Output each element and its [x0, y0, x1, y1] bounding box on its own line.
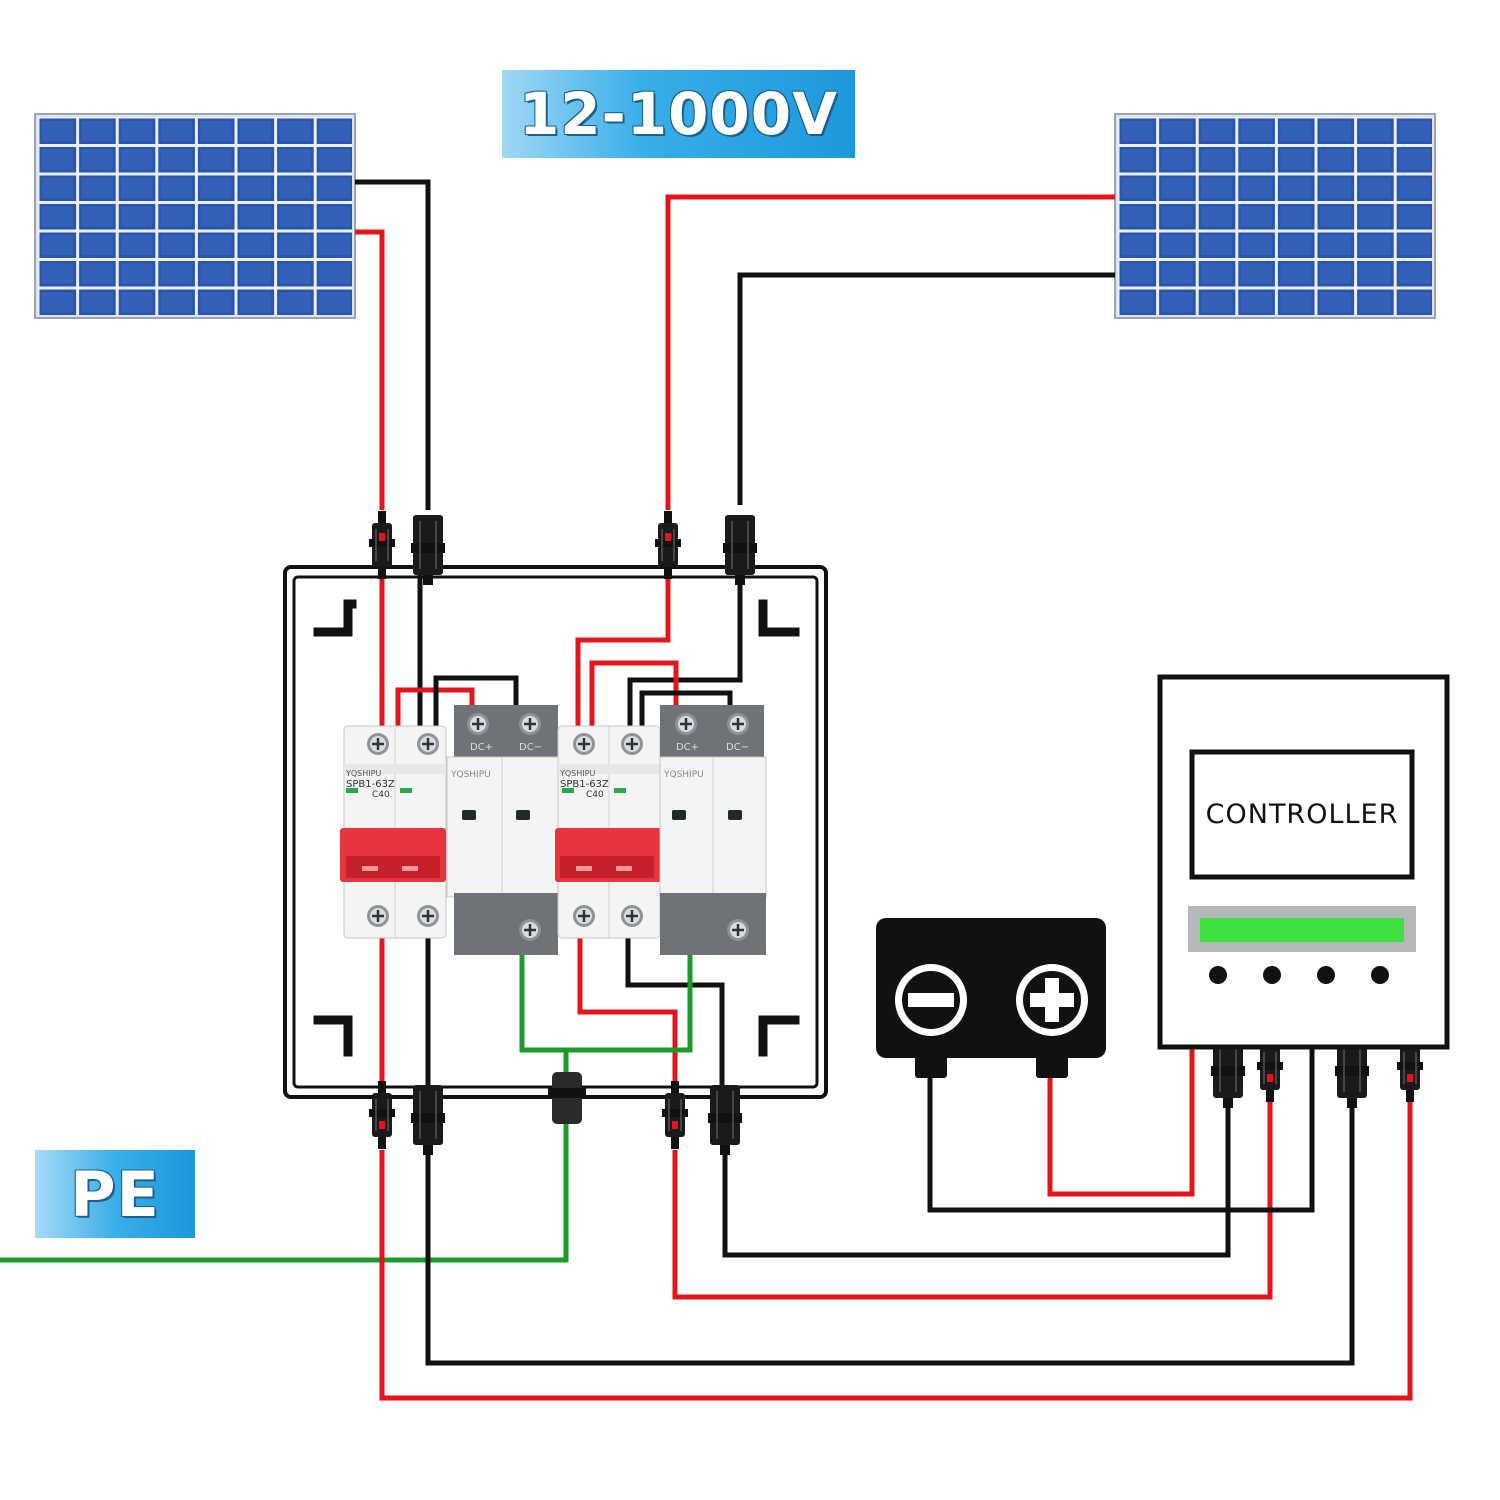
mc4-connector-icon	[1256, 1033, 1284, 1103]
spd-terminal-minus: DC−	[726, 742, 749, 753]
mc4-connector-icon	[368, 510, 396, 580]
mc4-connector-icon	[654, 510, 682, 580]
charge-controller	[1157, 674, 1450, 1050]
mc4-connector-icon	[707, 1084, 743, 1156]
mc4-connectors	[368, 510, 1424, 1156]
spd-brand: YQSHIPU	[450, 770, 491, 780]
pe-ground-label: PE	[35, 1150, 195, 1238]
mc4-connector-icon	[368, 1080, 396, 1150]
mc4-connector-icon	[1396, 1033, 1424, 1103]
spd-terminal-minus: DC−	[519, 742, 542, 753]
surge-protector-1: DC+ DC− YQSHIPU	[446, 705, 559, 955]
solar-panel-left	[34, 113, 356, 319]
breaker-brand: YQSHIPU	[559, 769, 595, 778]
output-wires	[0, 1047, 1413, 1401]
controller-label: CONTROLLER	[1205, 799, 1399, 830]
breaker-model: SPB1-63Z	[346, 779, 395, 790]
mc4-connector-icon	[410, 1084, 446, 1156]
breaker-model: SPB1-63Z	[560, 779, 609, 790]
surge-protector-2: DC+ DC− YQSHIPU	[659, 705, 767, 955]
cable-gland-icon	[548, 1072, 586, 1124]
mc4-connector-icon	[661, 1080, 689, 1150]
mc4-connector-icon	[722, 514, 758, 586]
voltage-range-label: 12-1000V	[502, 70, 855, 158]
spd-terminal-plus: DC+	[470, 742, 493, 753]
mc4-connector-icon	[410, 514, 446, 586]
spd-brand: YQSHIPU	[663, 770, 704, 780]
breaker-brand: YQSHIPU	[345, 769, 381, 778]
dc-breaker-1: YQSHIPU SPB1-63Z C40	[340, 725, 447, 939]
panel-wires	[355, 179, 1115, 510]
breaker-rating: C40	[372, 790, 390, 800]
battery-icon	[876, 918, 1106, 1078]
mounting-corner-marks	[313, 599, 800, 1057]
spd-terminal-plus: DC+	[676, 742, 699, 753]
dc-breaker-2: YQSHIPU SPB1-63Z C40	[555, 725, 661, 939]
internal-wires	[379, 560, 743, 1085]
breaker-rating: C40	[586, 790, 604, 800]
solar-panel-right	[1114, 113, 1436, 319]
